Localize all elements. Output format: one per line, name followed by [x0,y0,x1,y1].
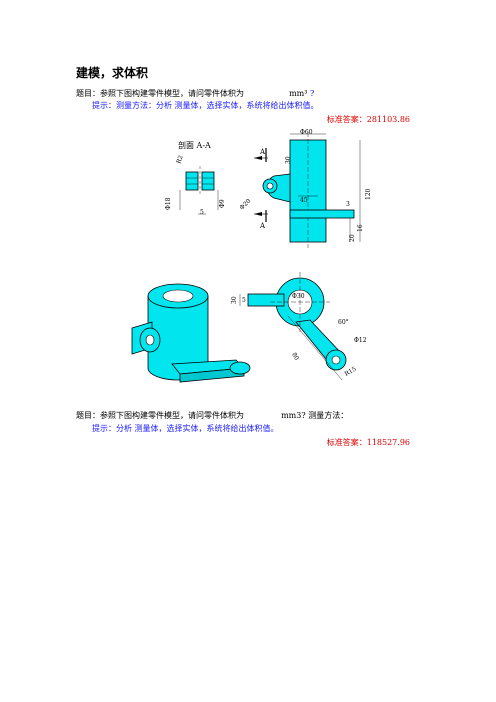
dim-45: 45 [300,197,308,204]
section-marker-a-top: A [259,148,266,156]
dim-r15: R15 [344,366,358,378]
dim-20: Φ20 [238,197,252,211]
question-1-hint: 提示：测量方法：分析 测量体，选择实体，系统将给出体积值。 [92,101,319,110]
dim-phi30: Φ30 [292,293,305,300]
dim-12: Φ12 [354,337,367,344]
question-2-answer: 标准答案：118527.96 [326,438,410,447]
dim-16: 16 [357,224,364,232]
dim-9: Φ9 [219,199,226,208]
dim-30: 30 [285,156,292,164]
question-2-method: 测量方法： [308,411,349,420]
isometric-view [131,283,251,383]
page-title: 建模，求体积 [76,66,149,80]
section-marker-a-bottom: A [259,222,266,230]
dim-r2: R2 [175,154,184,164]
dim-20-lower: 20 [349,234,356,242]
dim-30: 30 [231,296,238,304]
question-1: 题目：参照下图构建零件模型，请问零件体积为 mm³ ? [76,88,314,99]
dim-18: Φ18 [165,197,172,210]
question-1-unit: mm³ [289,89,308,98]
question-2-text: 题目：参照下图构建零件模型，请问零件体积为 [76,411,244,420]
top-view [239,272,347,381]
section-view [179,166,219,215]
question-2: 题目：参照下图构建零件模型，请问零件体积为 mm3? 测量方法： [76,410,348,421]
dim-3: 3 [346,201,350,208]
question-2-unit: mm3? [281,411,306,420]
dim-80: 80 [290,352,300,362]
dim-60: Φ60 [300,129,313,136]
drawing-1: 剖面 A-A R2 Φ18 Φ9 5 Φ60 30 Φ20 45 [165,129,372,248]
question-2-hint: 提示：分析 测量体，选择实体，系统将给出体积值。 [92,424,279,433]
dim-5: 5 [242,297,246,304]
dim-60deg: 60° [338,319,349,326]
dim-5: 5 [200,209,204,216]
dim-120: 120 [365,188,372,200]
question-1-text: 题目：参照下图构建零件模型，请问零件体积为 [76,89,244,98]
question-1-mark: ? [310,89,315,98]
question-1-answer: 标准答案：281103.86 [326,115,410,124]
section-label: 剖面 A-A [178,140,211,150]
front-view [254,132,361,248]
drawing-2: 30 5 Φ30 60° Φ12 80 R15 [131,272,367,383]
